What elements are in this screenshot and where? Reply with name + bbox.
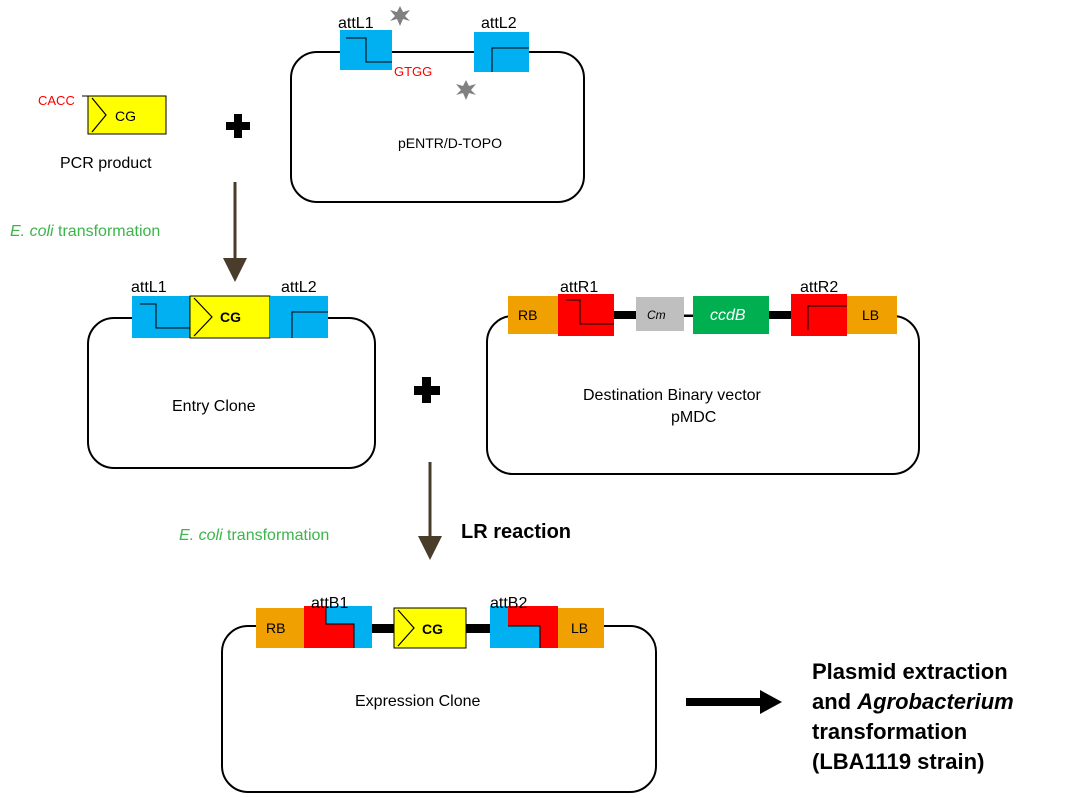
- topoisomerase-icon: [390, 6, 410, 26]
- expr-gene-label: CG: [422, 621, 443, 637]
- topoisomerase-icon: [456, 80, 476, 100]
- attl1-label: attL1: [338, 15, 374, 32]
- dest-rb-box: [508, 296, 558, 334]
- plus-icon: [414, 377, 440, 403]
- dest-lb-label: LB: [862, 307, 879, 323]
- pentr-backbone: [290, 51, 585, 203]
- entry-clone-label: Entry Clone: [172, 398, 256, 415]
- dest-lb-box: [847, 296, 897, 334]
- plus-icon: [226, 114, 250, 138]
- entry-gene-box: [189, 295, 271, 339]
- entry-attl1-label: attL1: [131, 279, 167, 296]
- final-line-3: transformation: [812, 719, 967, 744]
- transform-label-1: E. coli transformation: [10, 223, 160, 240]
- dest-label-line1: Destination Binary vector: [583, 387, 762, 404]
- attl2-label: attL2: [481, 15, 517, 32]
- dest-linker: [769, 311, 791, 319]
- pentr-vector: attL1 attL2 GTGG pENTR/D-TOPO: [290, 6, 585, 203]
- dest-attr2-label: attR2: [800, 279, 838, 296]
- cacc-overhang: CACC: [38, 93, 75, 108]
- expression-clone-label: Expression Clone: [355, 693, 481, 710]
- pentr-label: pENTR/D-TOPO: [398, 135, 502, 151]
- expr-attb2-label: attB2: [490, 595, 527, 612]
- expr-linker: [372, 624, 394, 633]
- pcr-gene-label: CG: [115, 108, 136, 124]
- expr-rb-box: [256, 608, 304, 648]
- transform-label-2: E. coli transformation: [179, 527, 329, 544]
- expr-attb1-label: attB1: [311, 595, 348, 612]
- dest-attr1-label: attR1: [560, 279, 598, 296]
- dest-rb-label: RB: [518, 307, 537, 323]
- dest-attr2-box: [791, 294, 847, 336]
- entry-promoter-arrow-icon: [193, 297, 213, 337]
- dest-ccdb-box: [693, 296, 769, 334]
- expr-lb-label: LB: [571, 620, 588, 636]
- expr-promoter-arrow-icon: [397, 609, 415, 647]
- final-step-text: Plasmid extraction and Agrobacterium tra…: [812, 659, 1014, 774]
- pcr-gene-box: [87, 95, 167, 135]
- attl2-box: [474, 32, 529, 72]
- dest-cm-label: Cm: [647, 308, 666, 322]
- entry-attl1-box: [132, 296, 190, 338]
- lr-reaction-label: LR reaction: [461, 521, 571, 543]
- expr-lb-box: [558, 608, 604, 648]
- entry-attl2-box: [270, 296, 328, 338]
- dest-cm-box: [636, 297, 684, 331]
- final-line-2: and Agrobacterium: [812, 689, 1014, 714]
- expr-linker: [466, 624, 490, 633]
- dest-ccdb-label: ccdB: [710, 307, 746, 324]
- expression-clone: RB attB1 CG attB2 LB Expression Clone: [221, 595, 657, 793]
- promoter-arrow-icon: [91, 97, 107, 133]
- entry-backbone: [87, 317, 376, 469]
- destination-vector: RB attR1 Cm ccdB attR2 LB Destination Bi…: [486, 279, 920, 475]
- pcr-product: CACC CG PCR product: [38, 93, 167, 172]
- entry-attl2-label: attL2: [281, 279, 317, 296]
- final-line-1: Plasmid extraction: [812, 659, 1008, 684]
- dest-label-line2: pMDC: [671, 409, 716, 426]
- final-line-4: (LBA1119 strain): [812, 749, 984, 774]
- entry-clone: attL1 attL2 CG Entry Clone: [87, 279, 376, 469]
- expr-rb-label: RB: [266, 620, 285, 636]
- final-arrow-icon: [686, 690, 782, 714]
- pcr-product-label: PCR product: [60, 155, 152, 172]
- gtgg-overhang: GTGG: [394, 64, 432, 79]
- dest-attr1-box: [558, 294, 614, 336]
- entry-gene-label: CG: [220, 309, 241, 325]
- dest-linker: [614, 311, 636, 319]
